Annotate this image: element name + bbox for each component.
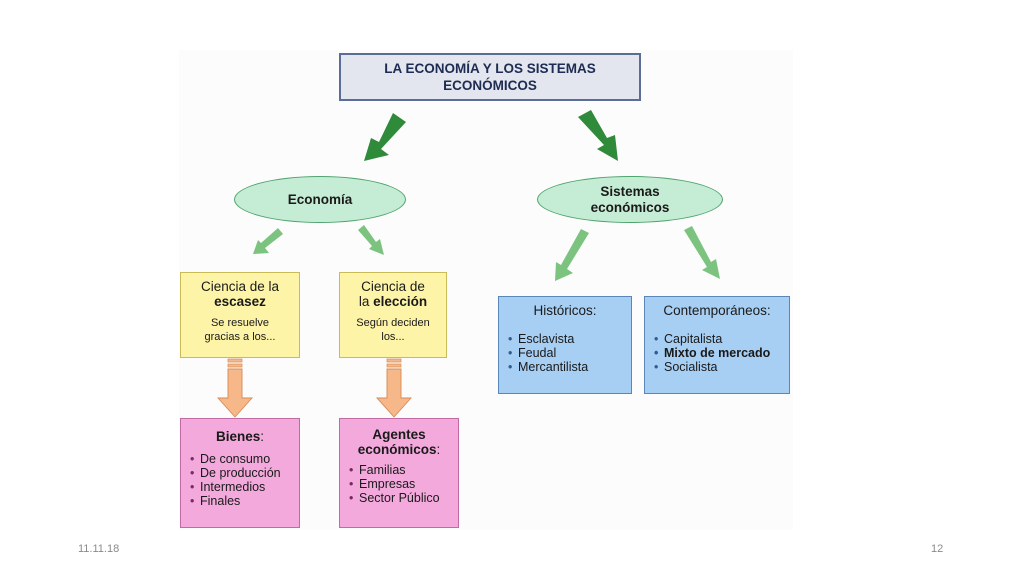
sistemas-line-2: económicos (590, 199, 670, 215)
arrow-escasez-to-bienes (216, 358, 254, 418)
escasez-sub-1: Se resuelve (210, 317, 270, 329)
eleccion-line-2a: la (358, 294, 374, 309)
list-item: Mercantilista (507, 360, 623, 374)
historicos-head: Históricos: (533, 303, 597, 318)
title-line-1: LA ECONOMÍA Y LOS SISTEMAS (384, 61, 596, 76)
arrow-sistemas-to-historicos (555, 229, 589, 281)
title-line-2: ECONÓMICOS (443, 78, 537, 93)
contemporaneos-list: Capitalista Mixto de mercado Socialista (653, 332, 781, 374)
economia-label: Economía (287, 191, 353, 207)
bienes-head: Bienes (215, 429, 261, 444)
eleccion-line-2b: elección (373, 294, 428, 309)
list-item: Capitalista (653, 332, 781, 346)
diagram-title: LA ECONOMÍA Y LOS SISTEMAS ECONÓMICOS (339, 53, 641, 101)
agentes-head-2: económicos (357, 442, 437, 457)
list-item: Familias (348, 463, 450, 477)
arrow-economia-to-eleccion (358, 225, 384, 255)
list-item: Finales (189, 494, 291, 508)
eleccion-sub-1: Según deciden (356, 317, 430, 329)
eleccion-sub-2: los... (381, 331, 405, 343)
eleccion-line-1: Ciencia de (361, 279, 425, 294)
contemporaneos-box: Contemporáneos: Capitalista Mixto de mer… (644, 296, 790, 394)
sistemas-line-1: Sistemas (600, 183, 660, 199)
historicos-list: Esclavista Feudal Mercantilista (507, 332, 623, 374)
agentes-list: Familias Empresas Sector Público (348, 463, 450, 505)
list-item: Intermedios (189, 480, 291, 494)
arrow-eleccion-to-agentes (375, 358, 413, 418)
arrow-title-to-economia (364, 113, 406, 161)
escasez-sub-2: gracias a los... (204, 331, 276, 343)
bienes-box: Bienes: De consumo De producción Interme… (180, 418, 300, 528)
list-item: Sector Público (348, 491, 450, 505)
list-item: Feudal (507, 346, 623, 360)
arrow-sistemas-to-contemporaneos (684, 226, 720, 279)
bienes-colon: : (260, 429, 265, 444)
arrow-title-to-sistemas (578, 110, 618, 161)
agentes-box: Agentes económicos: Familias Empresas Se… (339, 418, 459, 528)
list-item: Empresas (348, 477, 450, 491)
historicos-box: Históricos: Esclavista Feudal Mercantili… (498, 296, 632, 394)
escasez-line-2: escasez (214, 294, 266, 309)
list-item: De consumo (189, 452, 291, 466)
agentes-head-1: Agentes (372, 427, 426, 442)
bienes-list: De consumo De producción Intermedios Fin… (189, 452, 291, 508)
contemporaneos-head: Contemporáneos: (663, 303, 771, 318)
list-item: Socialista (653, 360, 781, 374)
list-item: Esclavista (507, 332, 623, 346)
economia-node: Economía (234, 176, 406, 223)
footer-date: 11.11.18 (78, 543, 120, 555)
arrow-economia-to-escasez (253, 228, 283, 254)
sistemas-node: Sistemas económicos (537, 176, 723, 223)
footer-page-number: 12 (931, 543, 944, 555)
agentes-colon: : (436, 442, 441, 457)
escasez-box: Ciencia de la escasez Se resuelve gracia… (180, 272, 300, 358)
list-item: De producción (189, 466, 291, 480)
escasez-line-1: Ciencia de la (200, 279, 280, 294)
list-item: Mixto de mercado (653, 346, 781, 360)
eleccion-box: Ciencia de la elección Según deciden los… (339, 272, 447, 358)
